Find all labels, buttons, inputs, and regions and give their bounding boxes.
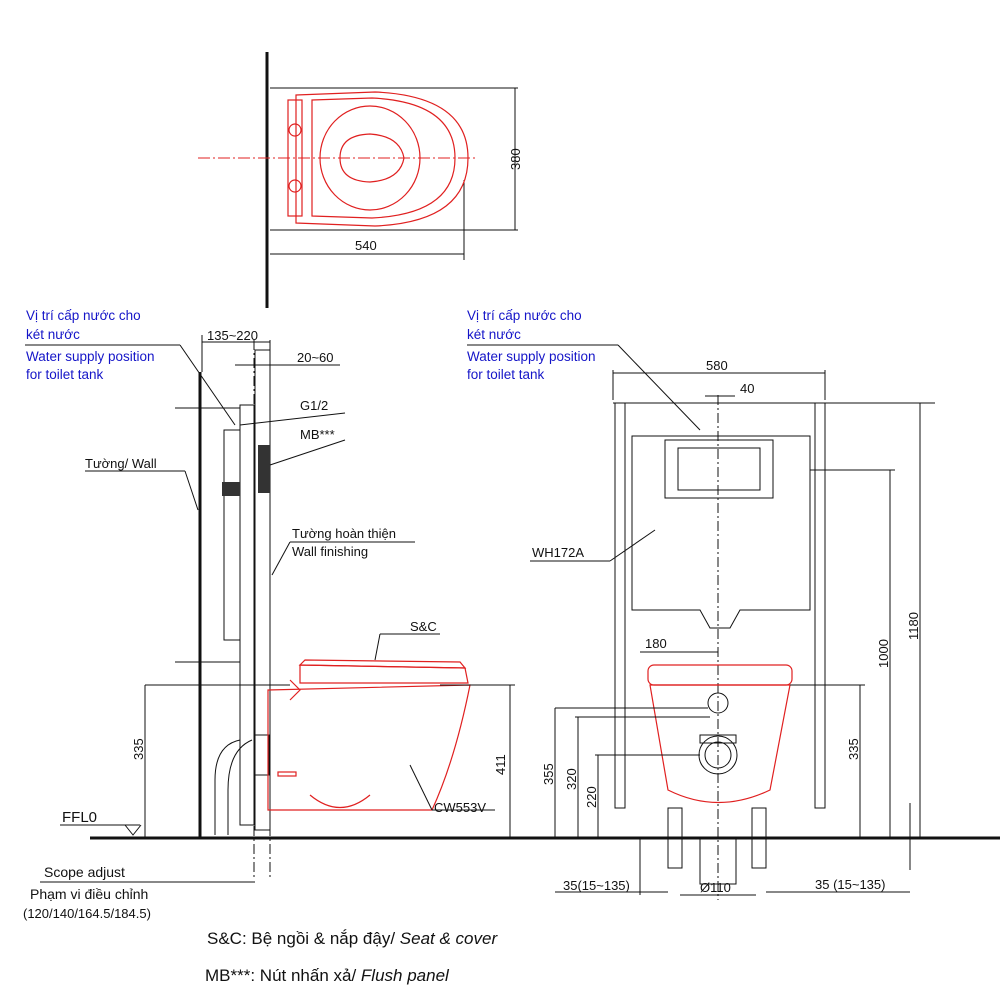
dim-411: 411 [493,754,508,775]
supply-label-vi-1-front: Vị trí cấp nước cho [467,308,582,323]
legend-sc: S&C: Bệ ngồi & nắp đậy/ Seat & cover [207,929,498,948]
scope-adjust-values: (120/140/164.5/184.5) [23,906,151,921]
supply-label-vi-2: két nước [26,327,80,342]
dim-1180: 1180 [906,612,921,640]
label-wall-finish-en: Wall finishing [292,544,368,559]
dim-135-220: 135~220 [207,328,258,343]
supply-label-en-1: Water supply position [26,349,155,364]
scope-adjust-en: Scope adjust [44,864,125,880]
dim-20-60: 20~60 [297,350,334,365]
dim-580: 580 [706,358,728,373]
supply-label-vi-1: Vị trí cấp nước cho [26,308,141,323]
dim-540: 540 [355,238,377,253]
label-cw553v: CW553V [434,800,486,815]
side-view: Vị trí cấp nước cho két nước Water suppl… [23,308,1000,921]
label-sc: S&C [410,619,437,634]
label-wh172a: WH172A [532,545,584,560]
dim-380: 380 [508,148,523,170]
label-wall: Tường/ Wall [85,456,157,471]
label-wall-finish-vi: Tường hoàn thiện [292,526,396,541]
legend: S&C: Bệ ngồi & nắp đậy/ Seat & cover MB*… [205,929,498,985]
supply-label-en-1-front: Water supply position [467,349,596,364]
scope-adjust-vi: Phạm vi điều chỉnh [30,886,148,902]
dim-110: Ø110 [700,880,731,895]
label-ffl0: FFL0 [62,809,97,826]
supply-label-vi-2-front: két nước [467,327,521,342]
label-g12: G1/2 [300,398,328,413]
supply-label-en-2: for toilet tank [26,367,104,382]
dim-355: 355 [541,763,556,785]
dim-35-right: 35 (15~135) [815,877,885,892]
dim-1000: 1000 [876,639,891,668]
label-mb: MB*** [300,427,335,442]
dim-335-side: 335 [131,738,146,760]
legend-mb: MB***: Nút nhấn xả/ Flush panel [205,966,450,985]
front-view: Vị trí cấp nước cho két nước Water suppl… [467,308,935,900]
dim-40: 40 [740,381,754,396]
dim-180: 180 [645,636,667,651]
dim-320: 320 [564,768,579,790]
top-view: 380 540 [198,52,523,308]
dim-335-front: 335 [846,738,861,760]
dim-220: 220 [584,786,599,808]
dim-35-left: 35(15~135) [563,878,630,893]
supply-label-en-2-front: for toilet tank [467,367,545,382]
